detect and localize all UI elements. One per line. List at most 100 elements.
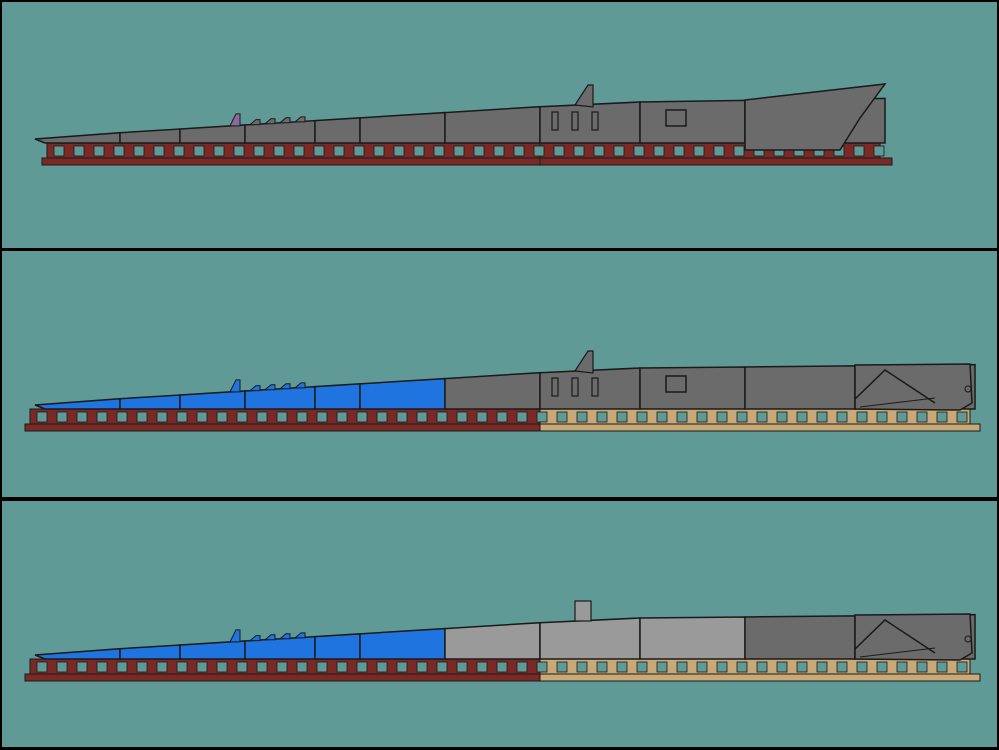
deck-fitting: [293, 116, 306, 123]
cradle-cell: [456, 411, 468, 423]
cradle-cell: [293, 145, 305, 157]
deck-fitting: [248, 635, 261, 642]
stern-block: [854, 363, 973, 411]
cradle-cell: [176, 661, 188, 673]
stern-block: [854, 613, 973, 661]
cradle-cell: [936, 411, 948, 423]
cradle-cell: [596, 661, 608, 673]
cradle-cell: [416, 411, 428, 423]
sail-box: [574, 600, 592, 622]
hull-segment: [359, 377, 446, 410]
hatch-square: [665, 109, 687, 127]
cradle-cell: [853, 145, 865, 157]
cradle-cell: [193, 145, 205, 157]
cradle-cell: [376, 661, 388, 673]
hull-segment: [444, 621, 541, 660]
cradle-cell: [236, 411, 248, 423]
cradle-cell: [936, 661, 948, 673]
sail-fin: [573, 84, 594, 108]
hatch-door: [591, 377, 599, 397]
panel-2: [0, 249, 999, 499]
cradle-cell: [513, 145, 525, 157]
cradle-cell: [876, 661, 888, 673]
stern-brace: [859, 397, 936, 408]
cradle-cell: [876, 411, 888, 423]
cradle-cell: [133, 145, 145, 157]
cradle-cell: [613, 145, 625, 157]
cradle-cell: [616, 661, 628, 673]
cradle-cell: [296, 661, 308, 673]
cradle-cell: [453, 145, 465, 157]
cradle-cell: [73, 145, 85, 157]
cradle-cell: [436, 411, 448, 423]
cradle-cell: [276, 661, 288, 673]
cradle-cell: [816, 661, 828, 673]
cradle-cell: [196, 411, 208, 423]
cradle-cell: [536, 411, 548, 423]
cradle-cell: [196, 661, 208, 673]
cradle-cell: [496, 661, 508, 673]
stern-bracing: [854, 619, 936, 654]
panel-3: [0, 499, 999, 749]
cradle-cell: [496, 411, 508, 423]
cradle-cell: [576, 661, 588, 673]
cradle-base-left: [24, 423, 541, 432]
hull-segment: [744, 365, 856, 410]
hatch-square: [665, 375, 687, 393]
cradle-cell: [916, 411, 928, 423]
stern-segment: [744, 83, 887, 151]
hull-segment: [179, 124, 246, 144]
cradle-cell: [156, 661, 168, 673]
cradle-cell: [276, 411, 288, 423]
cradle-cell: [556, 661, 568, 673]
cradle-cell: [373, 145, 385, 157]
cradle-cell: [736, 411, 748, 423]
deck-fitting: [293, 632, 306, 639]
cradle-cell: [633, 145, 645, 157]
cradle-cell: [176, 411, 188, 423]
cradle-cell: [253, 145, 265, 157]
cradle-cell: [296, 411, 308, 423]
deck-fitting: [229, 379, 241, 393]
hull-segment: [359, 111, 446, 144]
hull-segment: [539, 367, 641, 410]
cradle-cell: [56, 661, 68, 673]
cradle-cell: [36, 411, 48, 423]
cradle-cell: [456, 661, 468, 673]
cradle-cell: [96, 411, 108, 423]
cradle-cell: [836, 661, 848, 673]
deck-fitting: [263, 384, 276, 391]
cradle-cell: [693, 145, 705, 157]
cradle-cell: [493, 145, 505, 157]
cradle-cell: [56, 411, 68, 423]
cradle-cell: [653, 145, 665, 157]
cradle-cell: [216, 661, 228, 673]
deck-fitting: [248, 385, 261, 392]
stern-fitting: [964, 635, 972, 643]
cradle-cell: [873, 145, 885, 157]
cradle-cell: [93, 145, 105, 157]
cradle-cell: [113, 145, 125, 157]
deck-fitting: [263, 118, 276, 125]
cradle-cell: [896, 411, 908, 423]
hull-segment: [539, 617, 641, 660]
cradle-cell: [796, 411, 808, 423]
cradle-cell: [676, 661, 688, 673]
hatch-door: [591, 111, 599, 131]
cradle-cell: [116, 411, 128, 423]
cradle-cell: [476, 411, 488, 423]
cradle-cell: [353, 145, 365, 157]
cradle-base-left: [41, 157, 541, 166]
cradle-cell: [356, 411, 368, 423]
hatch-door: [571, 111, 579, 131]
hull-segment: [744, 615, 856, 660]
cradle-cell: [856, 411, 868, 423]
cradle-cell: [413, 145, 425, 157]
cradle-cell: [716, 661, 728, 673]
hull-segment: [314, 117, 361, 144]
cradle-cell: [696, 661, 708, 673]
cradle-cell: [476, 661, 488, 673]
cradle-cell: [473, 145, 485, 157]
hatch-door: [551, 111, 559, 131]
